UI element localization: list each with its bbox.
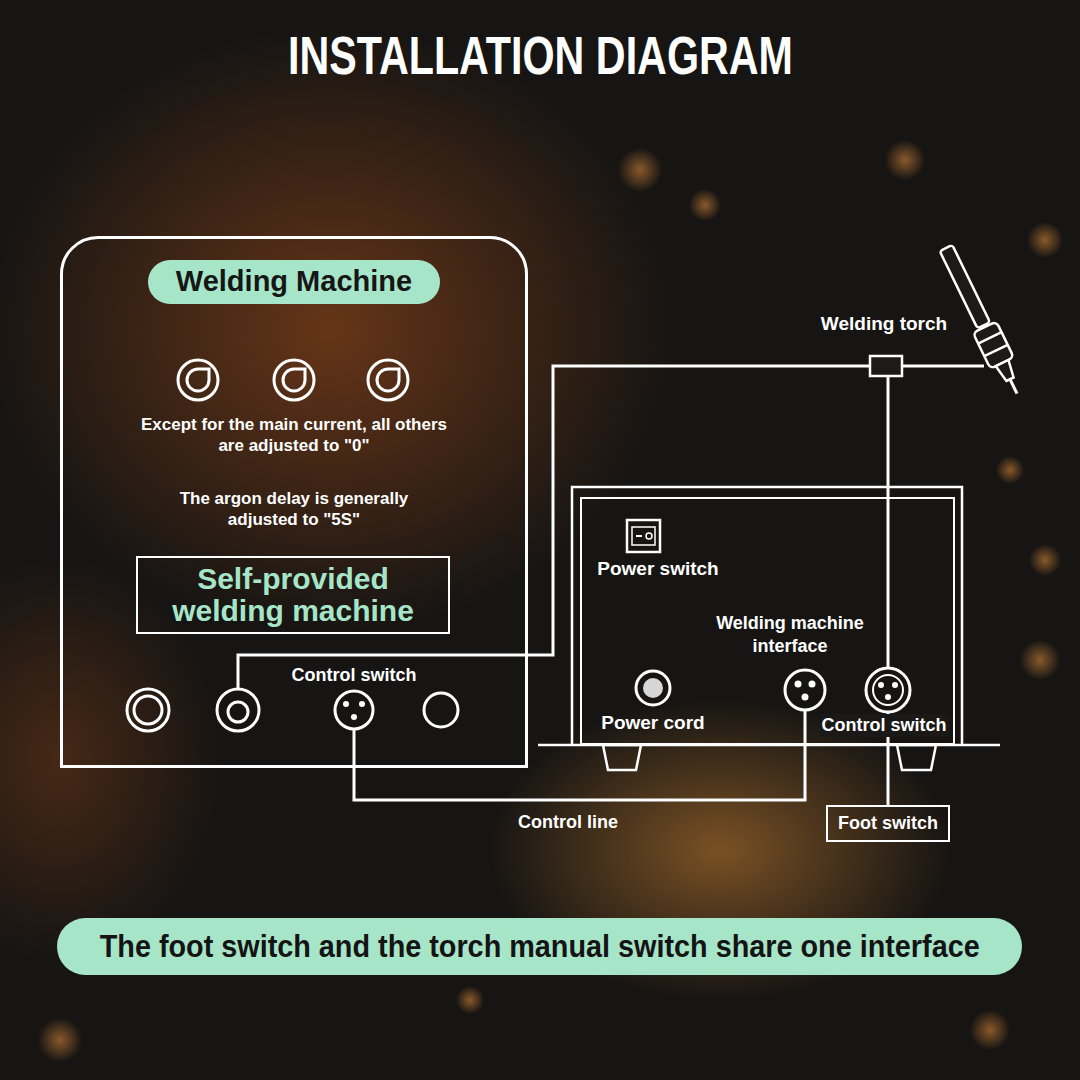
- socket-label: Welding machine interface: [710, 612, 870, 657]
- cable-line: [887, 745, 890, 805]
- self-provided-box: Self-provided welding machine: [136, 556, 450, 634]
- bokeh: [1027, 222, 1063, 258]
- controller-foot: [603, 745, 641, 770]
- controller-box: Power switchWelding machine interfacePow…: [580, 497, 955, 745]
- welding-torch: Welding torch: [815, 308, 1030, 380]
- socket-label: Control switch: [820, 714, 949, 737]
- bokeh: [38, 1018, 82, 1062]
- torch-cable-inner: [238, 655, 528, 689]
- knob-ring: [178, 360, 218, 400]
- bokeh: [970, 1010, 1010, 1050]
- knob-ring: [274, 360, 314, 400]
- socket-ring: [217, 689, 259, 731]
- caption-pill: The foot switch and the torch manual swi…: [57, 918, 1022, 975]
- controller-parts: [627, 520, 910, 712]
- torch-nozzle: [996, 360, 1016, 382]
- cable-line: [354, 745, 805, 800]
- cable-line: [528, 366, 815, 655]
- control-socket-inner: [873, 675, 903, 705]
- foot-switch-label: Foot switch: [838, 812, 938, 835]
- controller-foot: [897, 745, 936, 770]
- foot-switch-box: Foot switch: [826, 805, 950, 842]
- bokeh: [1029, 544, 1061, 576]
- inner-wires: [238, 655, 528, 768]
- torch-electrode: [1010, 379, 1017, 393]
- setting-note: The argon delay is generally adjusted to…: [169, 488, 419, 531]
- socket-inner: [228, 702, 248, 722]
- edge-label: Control line: [518, 811, 618, 834]
- outer-frame: [572, 487, 962, 745]
- bokeh: [996, 456, 1024, 484]
- heading-pill: Welding Machine: [148, 260, 440, 304]
- control-socket: [866, 668, 910, 712]
- pin: [795, 681, 802, 688]
- interface-socket: [785, 670, 825, 710]
- bokeh: [885, 140, 925, 180]
- machine-knobs: [178, 360, 408, 400]
- control-line-inner: [804, 710, 807, 745]
- torch-neck: [902, 365, 984, 368]
- pin: [351, 714, 357, 720]
- pin: [359, 701, 365, 707]
- machine-sockets: [127, 689, 458, 731]
- machine-heading: Welding Machine: [176, 266, 412, 298]
- torch-handle: [940, 245, 990, 328]
- socket-inner: [134, 696, 162, 724]
- knob-dial: [377, 369, 399, 391]
- rocker-off-mark: [636, 535, 642, 537]
- caption-text: The foot switch and the torch manual swi…: [100, 928, 980, 965]
- setting-note: Except for the main current, all others …: [134, 414, 454, 457]
- knob-ring: [368, 360, 408, 400]
- rocker-on-mark: [646, 533, 652, 539]
- diagram-title: INSTALLATION DIAGRAM: [287, 26, 792, 85]
- pin: [878, 682, 884, 688]
- machine-housing: Except for the main current, all others …: [60, 236, 528, 768]
- rocker-face: [632, 527, 655, 545]
- torch-head-bands: [978, 332, 1008, 356]
- power-cord-socket: [636, 671, 670, 705]
- cable-junction: [870, 356, 902, 376]
- pin: [892, 682, 898, 688]
- controller-frame: [538, 487, 1000, 770]
- knob-dial: [283, 369, 305, 391]
- torch-illustration: [815, 242, 1029, 399]
- control-line-inner: [353, 729, 356, 768]
- socket-ring: [127, 689, 169, 731]
- socket-pins: [795, 681, 899, 701]
- torch-cable: [815, 365, 870, 368]
- bokeh: [618, 148, 662, 192]
- machine-note: Self-provided welding machine: [148, 563, 438, 627]
- torch-switch-wire: [887, 497, 890, 668]
- control-socket: [335, 691, 373, 729]
- pin: [343, 701, 349, 707]
- switch-label: Power switch: [597, 557, 718, 581]
- cable-line: [887, 380, 890, 497]
- bokeh: [456, 986, 484, 1014]
- knob-dial: [187, 369, 209, 391]
- pin: [809, 681, 816, 688]
- pin: [802, 694, 809, 701]
- bokeh-sparks: [38, 140, 1063, 1062]
- socket-label: Power cord: [601, 711, 704, 735]
- socket-ring: [424, 693, 458, 727]
- socket-pins: [343, 701, 365, 720]
- pin: [885, 694, 891, 700]
- socket-label: Control switch: [292, 664, 417, 687]
- bokeh: [689, 189, 721, 221]
- power-cord-plug: [643, 678, 663, 698]
- torch-body: [934, 242, 1028, 399]
- fire-glow: [0, 30, 670, 630]
- rocker-switch: [627, 520, 660, 552]
- torch-label: Welding torch: [821, 312, 947, 336]
- bokeh: [1020, 640, 1060, 680]
